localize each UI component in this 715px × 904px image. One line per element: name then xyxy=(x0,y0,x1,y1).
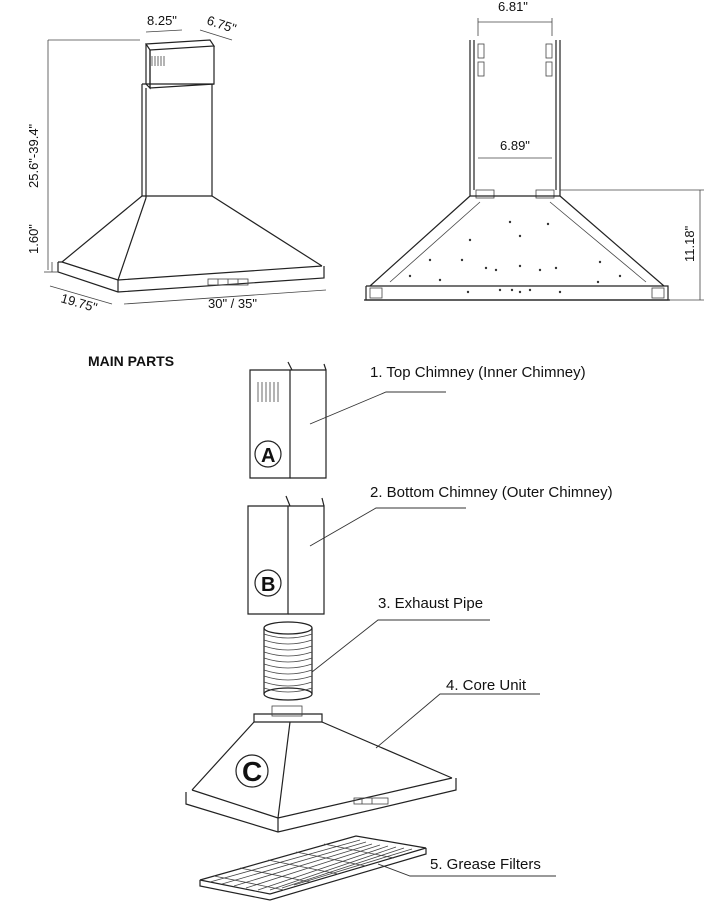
dim-width: 30" / 35" xyxy=(208,296,257,311)
leader-line-3 xyxy=(311,619,490,673)
leader-line-4 xyxy=(375,693,540,749)
part-grease-filters xyxy=(199,835,427,901)
front-view-hood xyxy=(57,39,325,293)
side-view-hood xyxy=(364,40,670,301)
badge-b-circle xyxy=(254,569,282,597)
leader-line-1 xyxy=(309,391,446,425)
badge-b: B xyxy=(261,574,275,596)
badge-a-circle xyxy=(254,440,282,468)
dim-base-height: 1.60" xyxy=(26,224,41,254)
side-view-dimensions xyxy=(477,18,704,301)
part-exhaust-pipe xyxy=(263,621,313,701)
dim-top-width: 8.25" xyxy=(147,13,177,28)
leader-line-2 xyxy=(309,507,466,547)
dim-top-depth: 6.75" xyxy=(205,13,238,37)
badge-a: A xyxy=(261,445,275,467)
badge-c: C xyxy=(242,756,262,787)
dim-side-inner: 6.89" xyxy=(500,138,530,153)
part-label-2: 2. Bottom Chimney (Outer Chimney) xyxy=(370,484,613,501)
part-bottom-chimney xyxy=(247,495,325,615)
part-label-1: 1. Top Chimney (Inner Chimney) xyxy=(370,364,586,381)
dim-side-top: 6.81" xyxy=(498,0,528,14)
part-label-4: 4. Core Unit xyxy=(446,677,527,694)
main-parts-heading: MAIN PARTS xyxy=(88,353,174,369)
leader-line-5 xyxy=(377,863,556,877)
badge-c-circle xyxy=(235,754,269,788)
front-view-dimensions xyxy=(44,29,327,305)
dim-body-height: 11.18" xyxy=(682,225,697,262)
part-label-3: 3. Exhaust Pipe xyxy=(378,595,483,612)
dim-height-range: 25.6"-39.4" xyxy=(26,123,41,188)
part-core-unit xyxy=(185,705,457,833)
dim-depth: 19.75" xyxy=(59,290,99,315)
part-label-5: 5. Grease Filters xyxy=(430,856,541,873)
part-top-chimney xyxy=(249,361,327,479)
